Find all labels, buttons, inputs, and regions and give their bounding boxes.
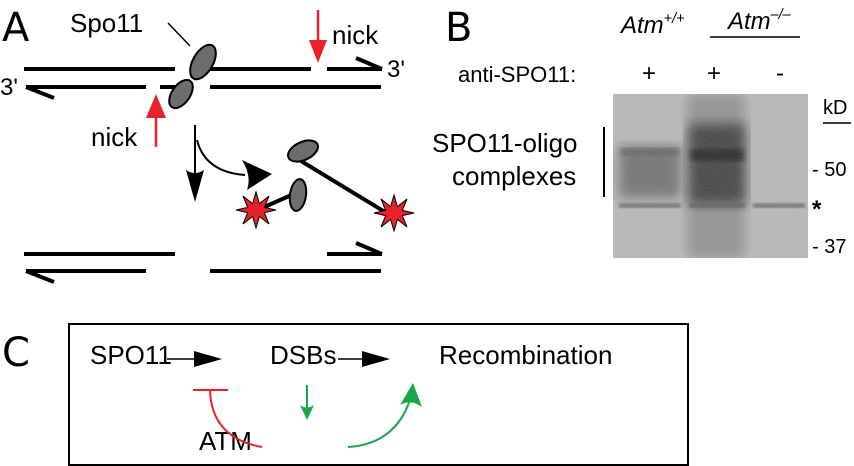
activation-atm-to-recombination <box>347 383 422 448</box>
lane-1-antibody: + <box>642 60 657 87</box>
arrow-spo11-to-dsbs <box>167 351 222 367</box>
process-arrow-down <box>186 125 204 202</box>
node-dsbs: DSBs <box>270 340 337 370</box>
nick-arrow-bottom <box>146 94 166 147</box>
genotype-ko-label: Atm–/– <box>728 7 791 35</box>
dna-duplex-top <box>24 56 383 100</box>
lane-2-antibody: + <box>707 60 722 87</box>
gel-noise <box>613 94 808 258</box>
node-recombination: Recombination <box>439 340 613 370</box>
arrow-dsbs-to-recombination <box>338 351 390 367</box>
spo11-protein <box>288 178 308 212</box>
panel-b-label: B <box>445 5 473 51</box>
nick-bottom-label: nick <box>91 122 138 152</box>
marker-37-label: - 37 <box>812 236 847 258</box>
inhibition-atm-to-spo11 <box>193 389 263 448</box>
genotype-wt-label: Atm+/+ <box>621 11 685 39</box>
star-icon <box>235 190 277 230</box>
pathway-box <box>68 323 689 466</box>
node-spo11: SPO11 <box>90 340 172 370</box>
three-prime-right-label: 3' <box>387 56 405 83</box>
spo11-protein <box>168 78 194 110</box>
dna-duplex-bottom <box>24 241 383 284</box>
panel-c-label: C <box>2 330 30 376</box>
spo11-protein <box>189 43 217 81</box>
western-blot-gel <box>613 94 808 258</box>
spo11-pointer-line <box>167 22 191 47</box>
antibody-label: anti-SPO11: <box>458 62 577 87</box>
nick-top-label: nick <box>332 20 379 50</box>
complex-label-line2: complexes <box>452 161 577 191</box>
process-arrow-curved <box>196 139 272 190</box>
nonspecific-asterisk: * <box>812 196 822 223</box>
dna-3prime-hook <box>355 241 383 256</box>
dna-3prime-hook <box>25 269 55 284</box>
spo11-label: Spo11 <box>70 8 144 38</box>
activation-dsbs-to-atm <box>300 385 314 420</box>
complex-label-line1: SPO11-oligo <box>432 128 578 158</box>
panel-a-label: A <box>2 5 30 51</box>
oligo-strand <box>299 159 387 214</box>
spo11-protein <box>287 139 319 163</box>
dna-3prime-hook <box>355 56 383 71</box>
star-icon <box>373 193 415 233</box>
dna-3prime-hook <box>25 85 55 100</box>
nick-arrow-top <box>309 10 327 63</box>
kd-unit-label: kD <box>823 97 848 119</box>
lane-3-antibody: - <box>776 60 784 87</box>
marker-50-label: - 50 <box>812 159 847 181</box>
three-prime-left-label: 3' <box>0 74 18 101</box>
